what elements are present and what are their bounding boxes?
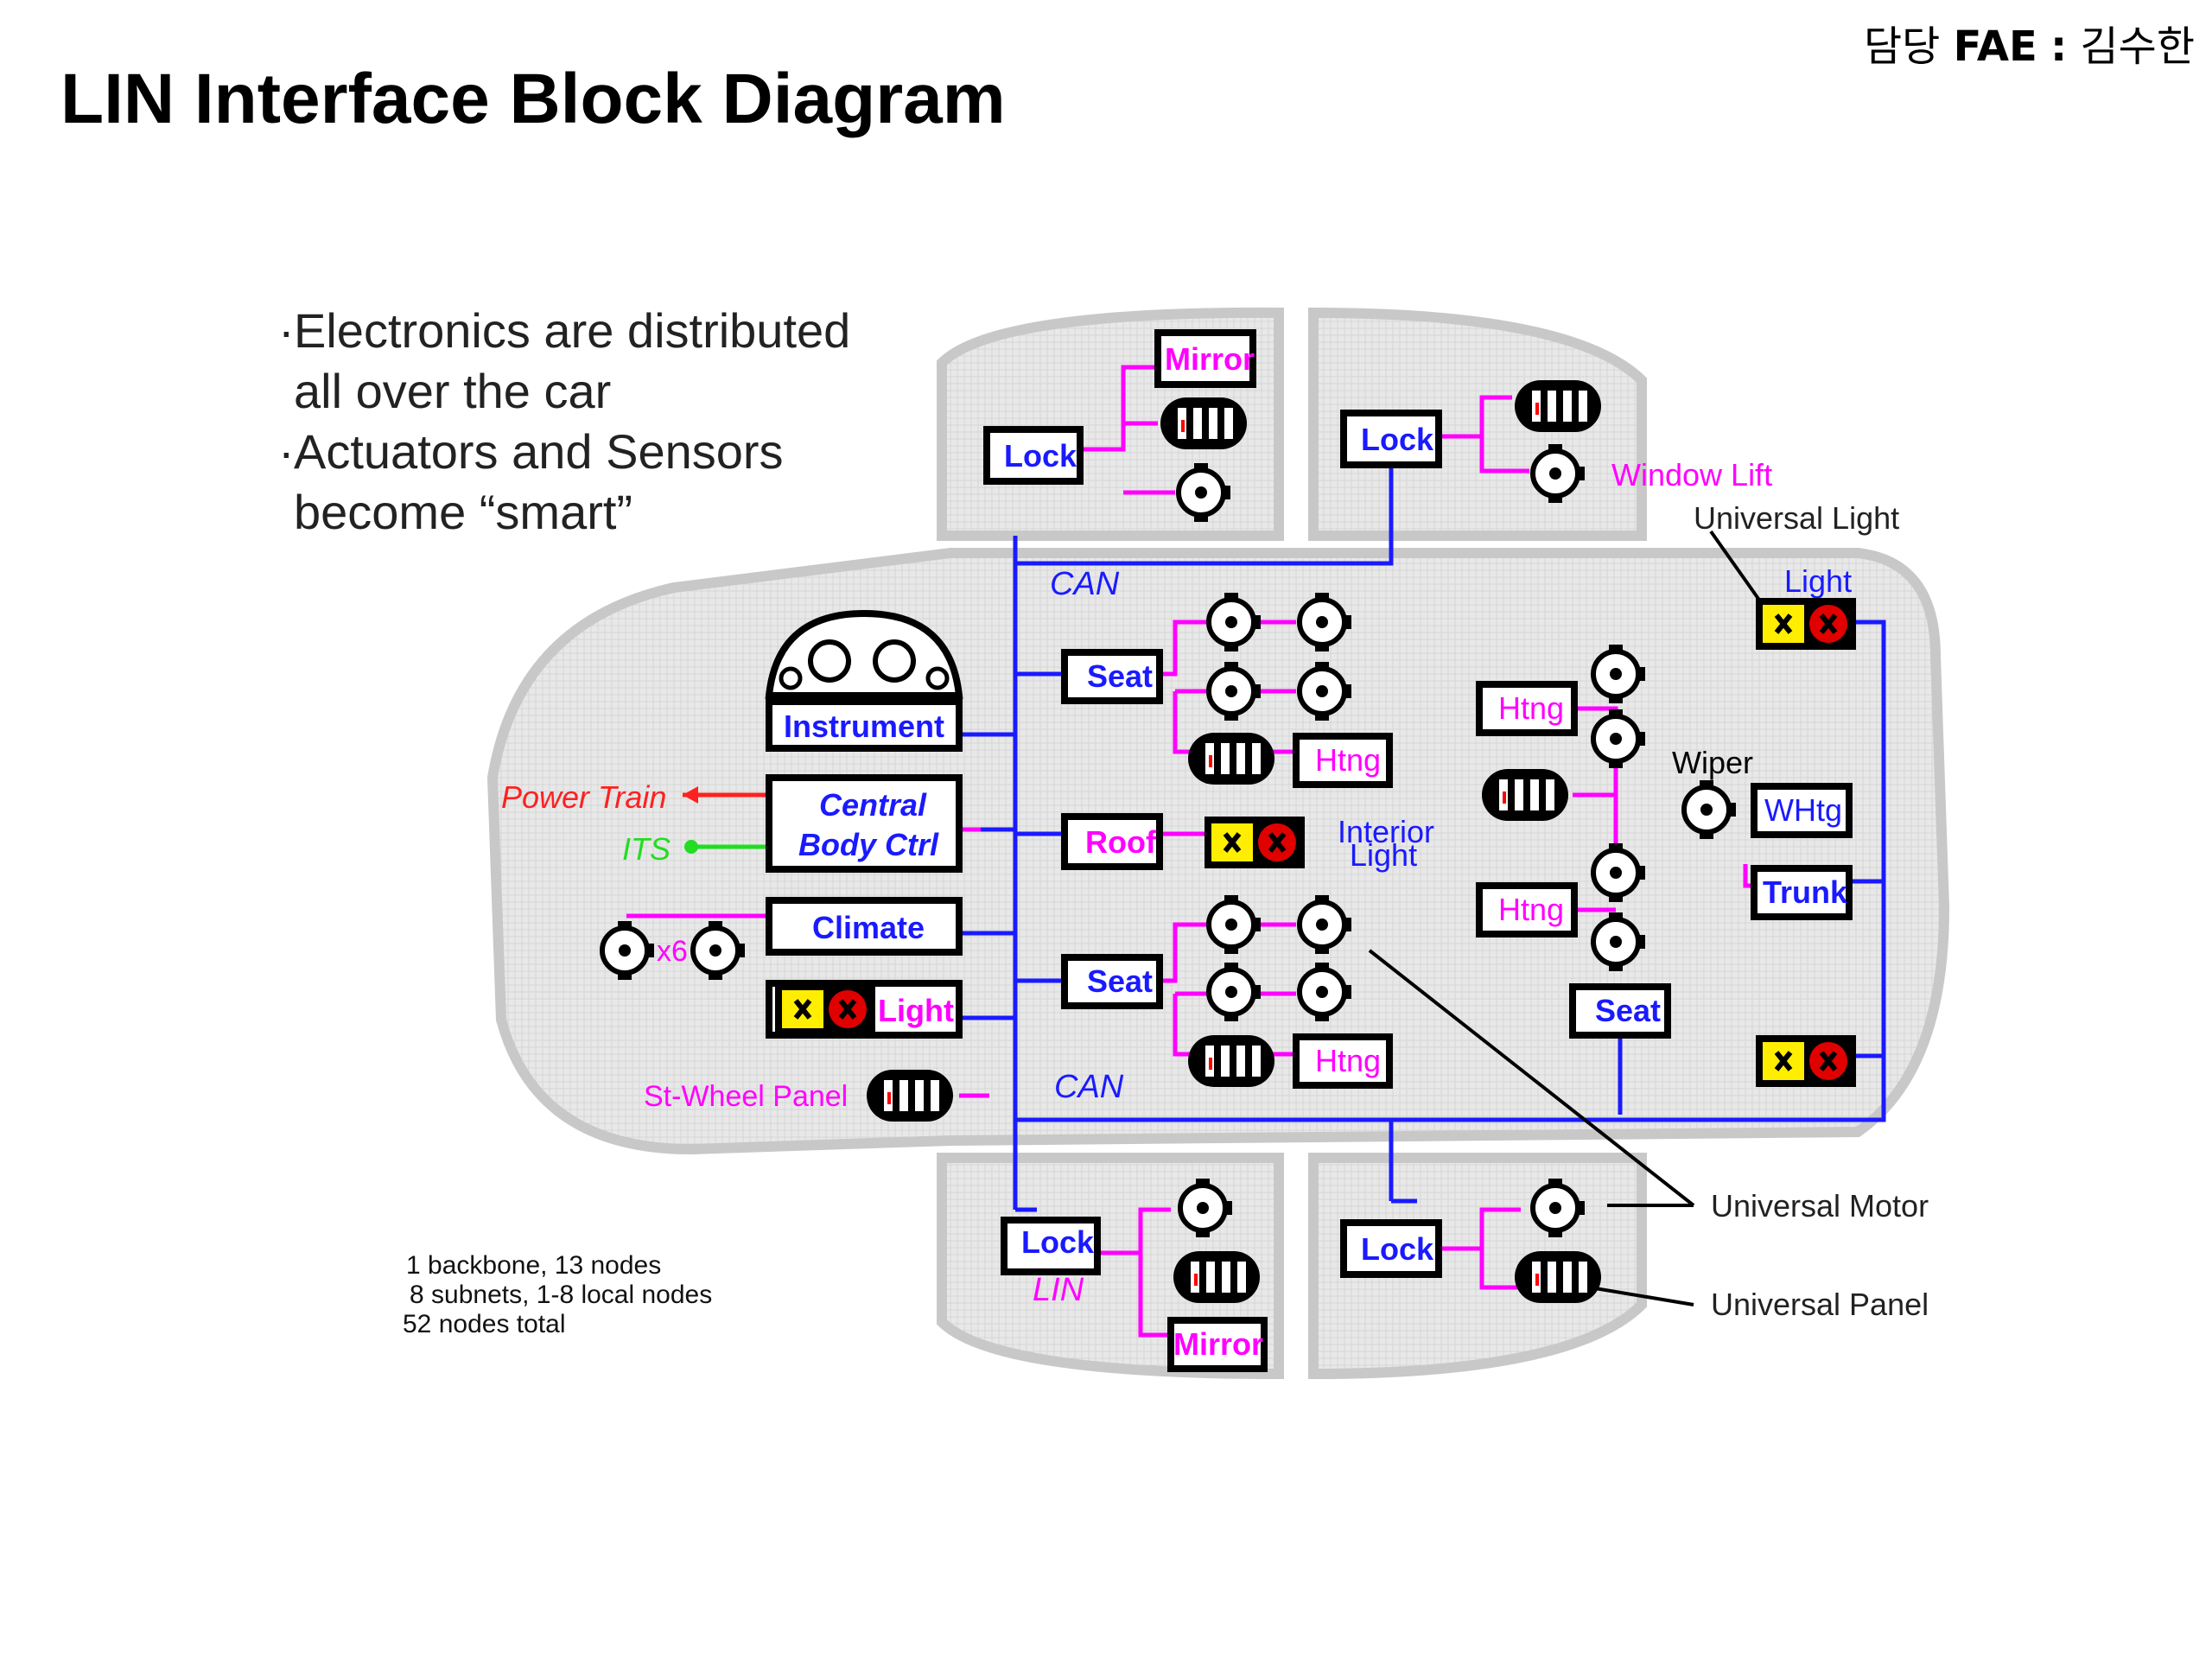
stat-backbone: 1 backbone, 13 nodes [406, 1251, 662, 1280]
central-body-ctrl-node: Central Body Ctrl [766, 774, 963, 873]
interior-label: Interior [1338, 814, 1434, 849]
front-left-panel-icon [1160, 397, 1247, 449]
right-htng-label-2: Htng [1498, 892, 1564, 927]
front-seat-label: Seat [1087, 658, 1153, 694]
front-left-lock-node: Lock [983, 426, 1084, 485]
can-bus-lines [959, 467, 1886, 1212]
rear-right-panel-icon [1515, 1251, 1601, 1303]
bullet-1-cont: all over the car [294, 361, 611, 422]
instrument-node: Instrument [766, 698, 963, 752]
right-light-label: Light [1784, 563, 1852, 599]
right-front-lamp-icon [1756, 598, 1856, 650]
right-htng-node-2: Htng [1476, 882, 1578, 938]
right-seat-node: Seat [1569, 983, 1671, 1039]
rear-left-mirror-label: Mirror [1173, 1326, 1263, 1362]
front-seat-htng-label: Htng [1315, 742, 1381, 778]
rear-seat-htng-label: Htng [1315, 1043, 1381, 1078]
fae-prefix: 담당 [1863, 22, 1941, 71]
can-label-bottom: CAN [1054, 1069, 1124, 1105]
roof-label: Roof [1085, 824, 1157, 860]
lin-label: LIN [1033, 1272, 1084, 1308]
instrument-gauge [765, 609, 963, 699]
window-lift-label: Window Lift [1611, 457, 1772, 493]
light-label-left: Light [878, 993, 954, 1028]
st-wheel-panel-icon [867, 1070, 953, 1122]
central-label: Central [819, 787, 927, 823]
bullet-2-line2: become “smart” [294, 485, 633, 539]
front-right-lock-node: Lock [1340, 410, 1442, 468]
wiper-label: Wiper [1672, 745, 1753, 780]
lin-lines [626, 365, 1754, 1338]
universal-light-label: Universal Light [1694, 500, 1899, 536]
body-ctrl-label: Body Ctrl [798, 827, 939, 862]
right-panel-icon [1482, 769, 1568, 821]
trunk-label: Trunk [1763, 874, 1848, 910]
its-label: ITS [622, 831, 671, 867]
fae-label: FAE [1953, 22, 2037, 71]
can-label-top: CAN [1050, 566, 1120, 602]
front-seat-panel-icon [1188, 733, 1274, 785]
signal-lines [683, 786, 769, 854]
whtg-node: WHtg [1751, 783, 1853, 838]
rear-seat-htng-node: Htng [1293, 1033, 1393, 1089]
fae-name: 김수한 [2080, 22, 2195, 71]
whtg-label: WHtg [1764, 792, 1842, 828]
front-seat-node: Seat [1061, 649, 1163, 704]
bullet-2-line1: Actuators and Sensors [294, 424, 784, 479]
rear-left-panel-icon [1173, 1251, 1260, 1303]
stat-total: 52 nodes total [403, 1310, 566, 1338]
right-htng-node-1: Htng [1476, 681, 1578, 736]
right-rear-lamp-icon [1756, 1035, 1856, 1087]
rear-left-lock-node: Lock [1001, 1217, 1101, 1275]
climate-node: Climate [766, 897, 963, 956]
front-left-mirror-label: Mirror [1165, 341, 1255, 377]
universal-motor-label: Universal Motor [1711, 1188, 1929, 1224]
bullet-1: ·Electronics are distributed [278, 303, 851, 358]
rear-seat-label: Seat [1087, 963, 1153, 999]
climate-label: Climate [812, 910, 925, 945]
power-train-label: Power Train [501, 779, 666, 815]
front-seat-htng-node: Htng [1293, 733, 1393, 788]
universal-panel-label: Universal Panel [1711, 1287, 1929, 1322]
light-node-left: Light [766, 980, 963, 1039]
instrument-label: Instrument [784, 709, 944, 744]
fae-credit: 담당 FAE : 김수한 [1864, 12, 2195, 73]
rear-right-lock-label: Lock [1361, 1231, 1434, 1267]
rear-left-lock-label: Lock [1021, 1224, 1095, 1260]
fae-sep: : [2050, 22, 2068, 71]
rear-left-mirror-node: Mirror [1167, 1317, 1268, 1372]
bullet-1-line2: all over the car [294, 364, 612, 418]
front-right-lock-label: Lock [1361, 422, 1434, 457]
front-right-panel-icon [1515, 380, 1601, 432]
stat-subnets: 8 subnets, 1-8 local nodes [410, 1281, 713, 1309]
bullet-1-line1: Electronics are distributed [294, 303, 851, 358]
st-wheel-label: St-Wheel Panel [644, 1080, 848, 1113]
interior-light-label: Light [1350, 837, 1417, 873]
callout-lines [1368, 530, 1764, 1306]
rear-seat-panel-icon [1188, 1035, 1274, 1087]
rear-right-lock-node: Lock [1340, 1219, 1442, 1278]
page-title: LIN Interface Block Diagram [60, 60, 1006, 138]
bullet-2: ·Actuators and Sensors [278, 424, 784, 479]
front-left-lock-label: Lock [1004, 438, 1077, 474]
x6-label: x6 [657, 935, 688, 968]
right-htng-label-1: Htng [1498, 690, 1564, 726]
bullet-2-cont: become “smart” [294, 482, 632, 543]
trunk-node: Trunk [1751, 865, 1853, 920]
rear-seat-node: Seat [1061, 954, 1163, 1009]
front-left-mirror-node: Mirror [1154, 329, 1256, 388]
roof-node: Roof [1061, 813, 1163, 870]
interior-light-icon [1205, 817, 1305, 868]
right-seat-label: Seat [1595, 993, 1661, 1028]
